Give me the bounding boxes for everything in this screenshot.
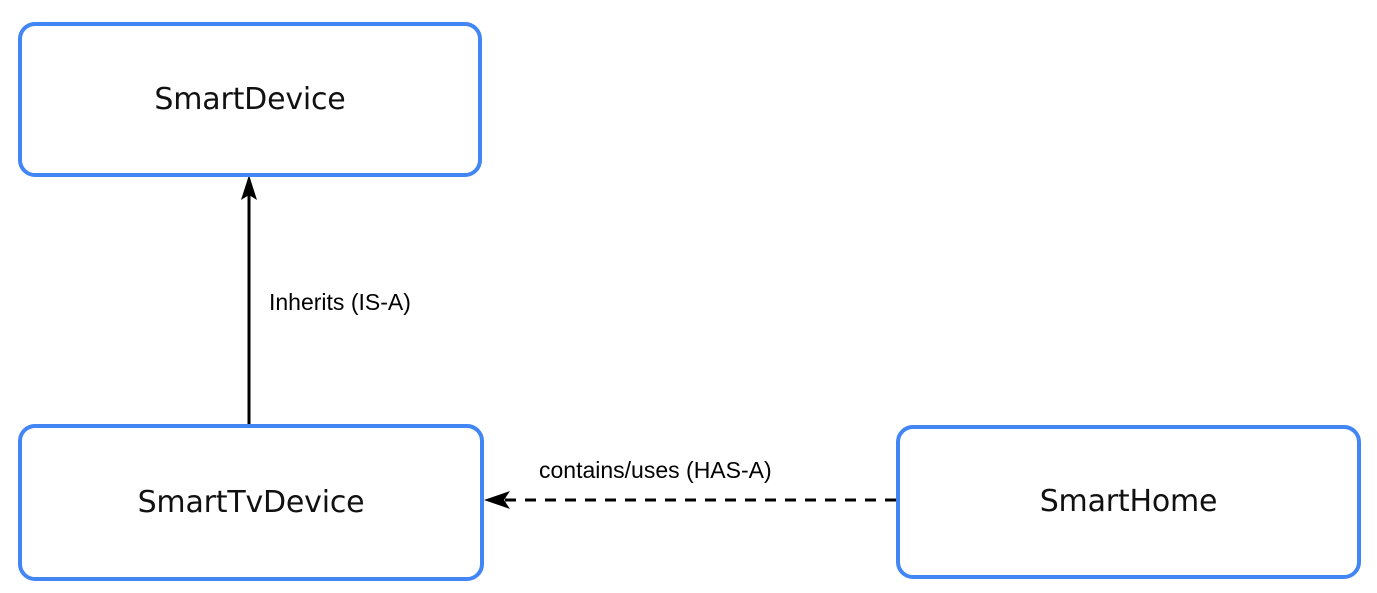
edge-label-inherits: Inherits (IS-A) [263,289,417,316]
edge-inherits-arrowhead [241,175,257,200]
class-node-label: SmartTvDevice [137,484,365,520]
class-node-smart-home[interactable]: SmartHome [896,425,1361,579]
edge-contains [484,491,896,509]
edge-label-contains: contains/uses (HAS-A) [533,457,778,484]
class-node-smart-device[interactable]: SmartDevice [18,22,482,177]
edge-contains-arrowhead [484,491,510,509]
class-node-label: SmartDevice [154,81,346,117]
class-node-smart-tv-device[interactable]: SmartTvDevice [18,424,484,581]
class-node-label: SmartHome [1039,484,1218,519]
edge-inherits [241,175,257,424]
